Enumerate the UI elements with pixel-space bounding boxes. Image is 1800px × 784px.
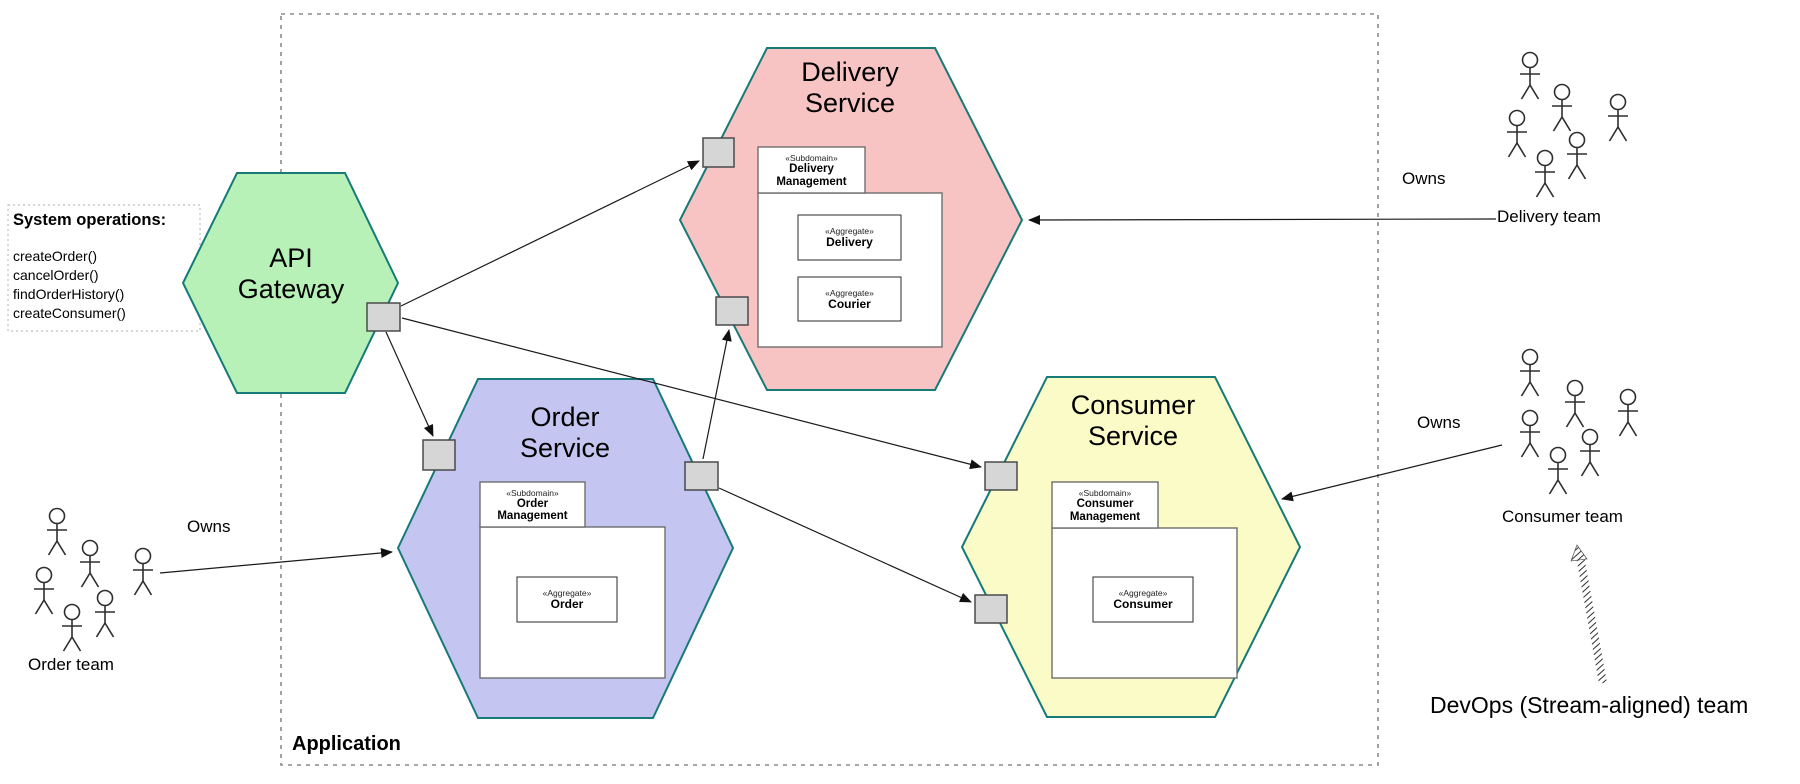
person-icon [1519,348,1541,397]
person-icon [132,547,154,596]
application-boundary [280,13,1379,766]
consumer-lower-port [974,594,1008,624]
aggregate-name: Courier [828,296,871,311]
application-label: Application [292,733,401,755]
person-icon [1506,109,1528,158]
delivery-aggregate-box [797,214,902,261]
subdomain-name: Consumer Management [1069,498,1141,523]
person-icon [79,539,101,588]
order-right-port [684,461,719,491]
person-icon [1519,409,1541,458]
order-team-label: Order team [28,655,114,674]
delivery-team-figures [1506,51,1629,198]
delivery-team-label: Delivery team [1497,207,1601,226]
subdomain-stereotype: «Subdomain» [1078,488,1132,498]
person-icon [94,589,116,638]
person-icon [1579,428,1601,477]
arrow-order-team-owns [159,548,393,574]
devops-hatched-arrow [1576,555,1607,684]
order-subdomain-label: «Subdomain» Order Management [480,484,585,526]
api-gateway-hexagon [181,172,400,394]
consumer-subdomain-label: «Subdomain» Consumer Management [1052,484,1158,527]
delivery-lower-port [715,296,749,326]
arrow-order-to-delivery [702,329,732,460]
consumer-service-title: Consumer Service [1070,390,1196,451]
person-icon [1566,131,1588,180]
aggregate-stereotype: «Aggregate» [825,287,874,298]
courier-aggregate-label: «Aggregate» Courier [798,277,901,321]
delivery-service-title: Delivery Service [801,57,899,118]
operation-find-order-history: findOrderHistory() [13,286,125,302]
courier-aggregate-box [797,276,902,322]
system-operations-box [7,204,201,332]
subdomain-stereotype: «Subdomain» [506,487,559,498]
operation-create-order: createOrder() [13,248,98,264]
devops-arrowhead [1570,544,1588,562]
arrow-consumer-team-owns [1281,444,1503,502]
aggregate-name: Delivery [826,235,873,249]
delivery-owns-label: Owns [1402,169,1446,188]
subdomain-name: Order Management [497,497,568,523]
person-icon [1617,388,1639,437]
person-icon [1547,446,1569,495]
person-icon [1519,51,1541,100]
operation-create-consumer: createConsumer() [13,305,126,321]
consumer-aggregate-label: «Aggregate» Consumer [1093,577,1193,622]
person-icon [1534,149,1556,198]
order-owns-label: Owns [187,517,231,536]
order-left-port [422,439,456,471]
consumer-upper-port [984,461,1018,491]
delivery-subdomain-folder-tab [757,146,866,194]
arrow-gateway-to-order [385,331,434,437]
person-icon [1564,379,1586,428]
person-icon [46,507,68,556]
aggregate-name: Consumer [1113,597,1173,611]
person-icon [61,603,83,652]
consumer-aggregate-box [1092,576,1194,623]
arrow-gateway-to-consumer [401,317,982,470]
order-subdomain-folder-tab [479,481,586,528]
arrow-gateway-to-delivery [400,160,700,307]
aggregate-stereotype: «Aggregate» [825,226,874,236]
person-icon [33,566,55,615]
consumer-owns-label: Owns [1417,413,1461,432]
delivery-aggregate-label: «Aggregate» Delivery [798,215,901,260]
aggregate-stereotype: «Aggregate» [542,588,592,598]
system-operations-title: System operations: [13,211,167,229]
operation-cancel-order: cancelOrder() [13,267,99,283]
delivery-upper-port [702,137,735,168]
arrow-order-to-consumer [718,487,972,603]
delivery-subdomain-label: «Subdomain» Delivery Management [758,149,865,192]
devops-team-label: DevOps (Stream-aligned) team [1430,692,1749,718]
person-icon [1551,83,1573,132]
consumer-team-label: Consumer team [1502,507,1623,526]
order-service-title: Order Service [519,402,611,463]
api-gateway-title: API Gateway [237,243,345,304]
order-aggregate-label: «Aggregate» Order [517,577,617,622]
order-aggregate-box [516,576,618,623]
person-icon [1607,93,1629,142]
consumer-subdomain-folder-tab [1051,481,1159,529]
aggregate-stereotype: «Aggregate» [1118,588,1168,598]
aggregate-name: Order [550,597,584,611]
subdomain-name: Delivery Management [776,163,847,188]
order-team-figures [33,507,154,652]
consumer-team-figures [1519,348,1639,495]
gateway-port [366,302,401,332]
subdomain-stereotype: «Subdomain» [785,153,838,163]
arrow-delivery-team-owns [1028,214,1497,225]
